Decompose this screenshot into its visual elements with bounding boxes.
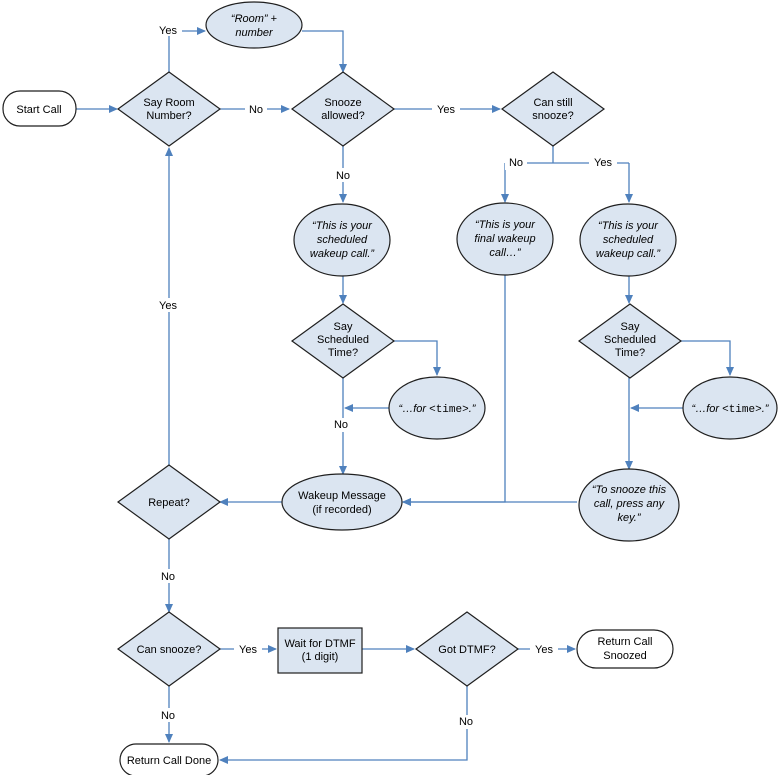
node-return-call-done: Return Call Done — [119, 743, 219, 775]
node-for-time-prompt-b: “…for <time>.” — [682, 376, 778, 440]
node-scheduled-call-prompt-a: “This is your scheduled wakeup call.” — [293, 203, 391, 277]
svg-text:Return Call Done: Return Call Done — [127, 755, 211, 767]
edge-label-repeat-no: No — [161, 571, 175, 583]
svg-text:Repeat?: Repeat? — [148, 497, 190, 509]
edge-labels: Yes No Yes No No Yes No Yes No Yes Yes N… — [154, 22, 617, 729]
svg-text:“…for <time>.”: “…for <time>.” — [399, 403, 477, 416]
svg-text:call…”: call…” — [489, 247, 522, 259]
edge-label-got-dtmf-yes: Yes — [535, 644, 553, 656]
svg-text:Scheduled: Scheduled — [604, 334, 656, 346]
node-room-number-prompt: “Room” + number — [205, 1, 303, 49]
svg-text:Can still: Can still — [533, 97, 572, 109]
svg-text:Start Call: Start Call — [16, 104, 61, 116]
edge-label-snooze-allowed-yes: Yes — [437, 104, 455, 116]
node-start-call: Start Call — [2, 90, 77, 127]
edge-say-time-a-yes — [393, 340, 441, 376]
svg-text:Wait for DTMF: Wait for DTMF — [284, 638, 355, 650]
svg-text:Say: Say — [334, 321, 353, 333]
svg-text:(if recorded): (if recorded) — [312, 504, 371, 516]
connectors — [76, 27, 734, 764]
svg-text:Wakeup Message: Wakeup Message — [298, 490, 386, 502]
node-can-snooze: Can snooze? — [116, 611, 222, 687]
svg-text:allowed?: allowed? — [321, 110, 364, 122]
node-wakeup-message: Wakeup Message (if recorded) — [281, 473, 403, 531]
edge-got-dtmf-no — [219, 686, 468, 764]
edge-label-repeat-yes: Yes — [159, 300, 177, 312]
edge-label-can-snooze-no: No — [161, 710, 175, 722]
edge-label-can-still-no: No — [509, 157, 523, 169]
svg-text:Time?: Time? — [328, 347, 358, 359]
svg-text:snooze?: snooze? — [532, 110, 574, 122]
svg-text:key.”: key.” — [617, 512, 641, 524]
edge-label-snooze-allowed-no: No — [336, 170, 350, 182]
edge-label-say-room-yes: Yes — [159, 25, 177, 37]
svg-text:Can snooze?: Can snooze? — [137, 644, 202, 656]
node-say-room-number: Say Room Number? — [116, 71, 222, 147]
svg-text:number: number — [235, 27, 274, 39]
svg-text:Scheduled: Scheduled — [317, 334, 369, 346]
node-return-call-snoozed: Return Call Snoozed — [576, 629, 674, 669]
svg-text:Say: Say — [621, 321, 640, 333]
svg-text:Snooze: Snooze — [324, 97, 361, 109]
svg-text:wakeup call.”: wakeup call.” — [310, 248, 376, 260]
svg-text:Number?: Number? — [146, 110, 191, 122]
svg-text:Return Call: Return Call — [597, 636, 652, 648]
node-say-scheduled-time-a: Say Scheduled Time? — [290, 303, 396, 379]
edge-label-say-time-no: No — [334, 419, 348, 431]
svg-text:“This is your: “This is your — [312, 220, 373, 232]
node-got-dtmf: Got DTMF? — [414, 611, 520, 687]
svg-text:scheduled: scheduled — [317, 234, 368, 246]
edge-say-time-b-yes — [680, 340, 734, 376]
node-final-call-prompt: “This is your final wakeup call…” — [456, 202, 554, 276]
svg-text:Got DTMF?: Got DTMF? — [438, 644, 495, 656]
edge-label-got-dtmf-no: No — [459, 716, 473, 728]
svg-text:“This is your: “This is your — [475, 219, 536, 231]
svg-text:“…for <time>.”: “…for <time>.” — [692, 403, 770, 416]
node-repeat: Repeat? — [116, 464, 222, 540]
edge-room-number-to-snooze — [302, 30, 347, 73]
node-can-still-snooze: Can still snooze? — [500, 71, 606, 147]
edge-label-can-snooze-yes: Yes — [239, 644, 257, 656]
node-scheduled-call-prompt-b: “This is your scheduled wakeup call.” — [579, 203, 677, 277]
svg-text:“To snooze this: “To snooze this — [592, 484, 667, 496]
svg-text:call, press any: call, press any — [594, 498, 666, 510]
svg-text:Snoozed: Snoozed — [603, 650, 646, 662]
node-to-snooze-prompt: “To snooze this call, press any key.” — [578, 468, 680, 542]
node-snooze-allowed: Snooze allowed? — [290, 71, 396, 147]
svg-text:(1 digit): (1 digit) — [302, 651, 339, 663]
edge-label-can-still-yes: Yes — [594, 157, 612, 169]
svg-text:scheduled: scheduled — [603, 234, 654, 246]
svg-text:final wakeup: final wakeup — [474, 233, 535, 245]
node-wait-for-dtmf: Wait for DTMF (1 digit) — [277, 627, 363, 674]
edge-label-say-room-no: No — [249, 104, 263, 116]
edge-say-room-yes — [168, 27, 206, 72]
svg-text:“Room” +: “Room” + — [231, 13, 277, 25]
svg-text:Say Room: Say Room — [143, 97, 194, 109]
node-say-scheduled-time-b: Say Scheduled Time? — [577, 303, 683, 379]
svg-text:wakeup call.”: wakeup call.” — [596, 248, 662, 260]
node-for-time-prompt-a: “…for <time>.” — [388, 376, 486, 440]
svg-text:“This is your: “This is your — [598, 220, 659, 232]
svg-text:Time?: Time? — [615, 347, 645, 359]
